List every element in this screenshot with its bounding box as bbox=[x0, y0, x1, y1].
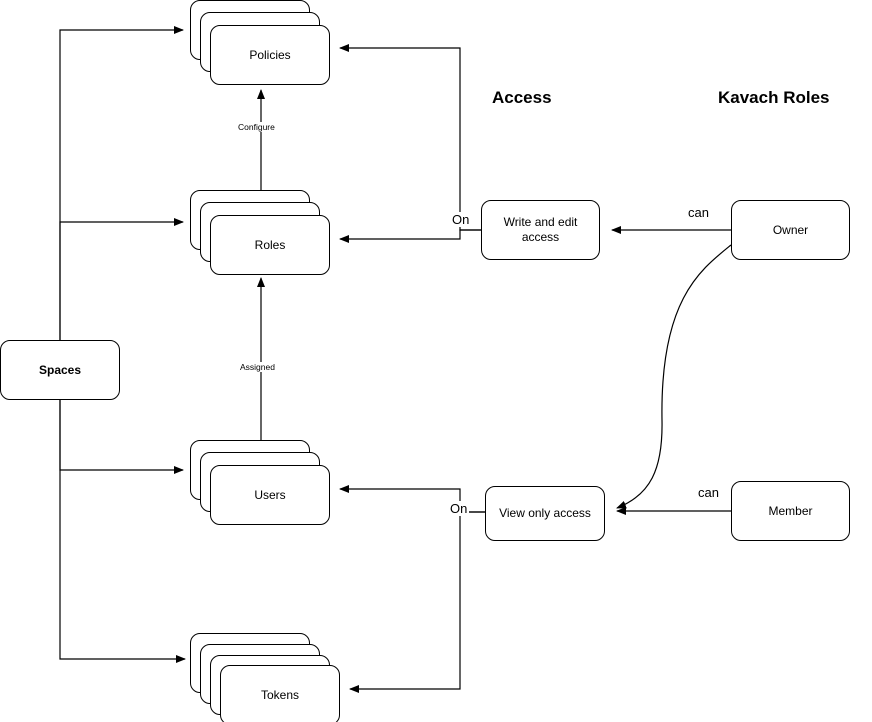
node-policies-label: Policies bbox=[249, 47, 291, 62]
node-view-only-access-label: View only access bbox=[499, 506, 591, 520]
node-member[interactable]: Member bbox=[731, 481, 850, 541]
node-users-label: Users bbox=[254, 487, 286, 502]
edge-label-can-member: can bbox=[696, 485, 721, 500]
edge-spaces-policies bbox=[59, 26, 184, 340]
node-owner-label: Owner bbox=[772, 222, 809, 237]
heading-kavach-roles: Kavach Roles bbox=[718, 88, 830, 107]
node-roles-label: Roles bbox=[254, 237, 286, 252]
node-write-and-edit-access[interactable]: Write and edit access bbox=[481, 200, 600, 260]
edge-label-can-owner: can bbox=[686, 205, 711, 220]
node-policies[interactable]: Policies bbox=[210, 25, 330, 85]
node-tokens[interactable]: Tokens bbox=[220, 665, 340, 722]
edge-spaces-users bbox=[59, 400, 184, 474]
node-write-and-edit-access-label: Write and edit access bbox=[503, 215, 578, 244]
edge-write-access-policies bbox=[339, 44, 481, 231]
node-member-label: Member bbox=[768, 503, 813, 518]
node-owner[interactable]: Owner bbox=[731, 200, 850, 260]
edge-spaces-roles bbox=[59, 218, 184, 370]
edge-label-configure: Configure bbox=[236, 122, 277, 132]
heading-access: Access bbox=[492, 88, 552, 107]
node-spaces[interactable]: Spaces bbox=[0, 340, 120, 400]
edge-write-access-roles bbox=[339, 229, 481, 243]
edge-view-access-tokens bbox=[349, 511, 485, 693]
edge-owner-view-access bbox=[616, 244, 732, 509]
edge-spaces-tokens bbox=[59, 400, 186, 663]
node-view-only-access[interactable]: View only access bbox=[485, 486, 605, 541]
edge-label-on-view-access: On bbox=[448, 501, 470, 516]
node-users[interactable]: Users bbox=[210, 465, 330, 525]
node-tokens-label: Tokens bbox=[260, 687, 300, 702]
edge-label-assigned: Assigned bbox=[238, 362, 277, 372]
edge-label-on-write-access: On bbox=[450, 212, 472, 227]
node-roles[interactable]: Roles bbox=[210, 215, 330, 275]
node-spaces-label: Spaces bbox=[38, 362, 82, 377]
